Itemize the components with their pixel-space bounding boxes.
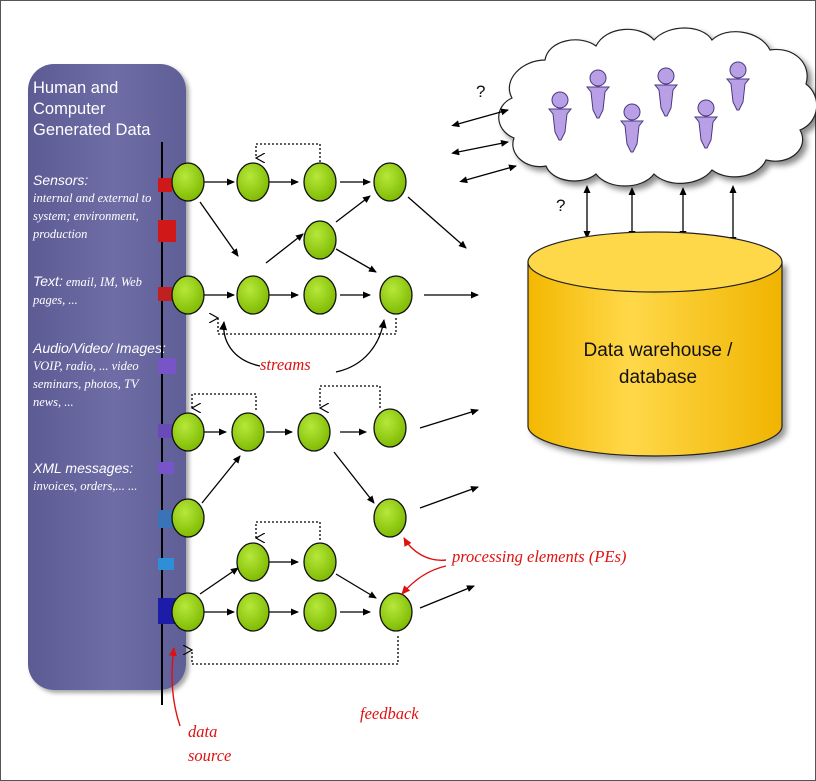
pe-node <box>373 498 407 538</box>
pe-node <box>171 592 205 632</box>
data-source-panel <box>28 64 186 690</box>
cloud <box>498 27 816 187</box>
pe-node <box>379 592 413 632</box>
user-icon <box>547 91 573 141</box>
user-icon <box>653 67 679 117</box>
panel-title: Human and Computer Generated Data <box>33 79 151 139</box>
source-audio-video: Audio/Video/ Images: VOIP, radio, ... vi… <box>33 340 168 411</box>
source-text: Text: email, IM, Web pages, ... <box>33 272 168 309</box>
connector-audio <box>158 358 176 374</box>
user-icon <box>619 103 645 153</box>
pe-node <box>297 412 331 452</box>
pe-node <box>236 275 270 315</box>
pe-node <box>171 275 205 315</box>
pe-node <box>171 498 205 538</box>
pe-node <box>236 592 270 632</box>
processing-elements <box>171 162 413 632</box>
feedback-label: feedback <box>360 704 419 723</box>
source-xml-body: invoices, orders,... ... <box>33 479 138 493</box>
source-xml: XML messages: invoices, orders,... ... <box>33 460 168 495</box>
user-icon <box>585 69 611 119</box>
annotation-arrows <box>168 537 447 727</box>
connector-sensor-2 <box>158 220 176 242</box>
pe-node <box>236 162 270 202</box>
pe-node <box>373 162 407 202</box>
data-source-label: data source <box>188 720 231 768</box>
pe-node <box>379 275 413 315</box>
source-audio-video-body: VOIP, radio, ... video seminars, photos,… <box>33 359 139 409</box>
pe-node <box>303 275 337 315</box>
processing-elements-label: processing elements (PEs) <box>452 547 627 566</box>
pe-node <box>171 162 205 202</box>
connector-stream-4 <box>158 510 176 528</box>
user-icon <box>725 61 751 111</box>
connector-stream-6 <box>158 598 176 624</box>
pe-node <box>231 412 265 452</box>
connectors <box>158 178 176 624</box>
pe-node <box>303 220 337 260</box>
question-mark-2: ? <box>556 196 566 215</box>
data-warehouse-cylinder <box>527 231 783 457</box>
stream-label-arrows <box>219 319 387 373</box>
connector-text <box>158 287 172 301</box>
pe-node <box>171 412 205 452</box>
source-text-body: email, IM, Web pages, ... <box>33 275 142 307</box>
connector-stream-5 <box>158 558 174 570</box>
connector-video <box>158 424 172 438</box>
data-source-label-line2: source <box>188 746 232 765</box>
pe-node <box>303 592 337 632</box>
cloud-links <box>451 108 737 245</box>
source-sensors: Sensors: internal and external to system… <box>33 172 168 243</box>
source-sensors-body: internal and external to system; environ… <box>33 191 152 241</box>
source-sensors-head: Sensors: <box>33 172 89 188</box>
question-mark-1: ? <box>476 82 486 101</box>
pe-node <box>303 542 337 582</box>
warehouse-label: Data warehouse / database <box>583 340 733 388</box>
source-audio-video-head: Audio/Video/ Images: <box>33 340 166 356</box>
user-figures <box>547 61 751 153</box>
data-source-label-line1: data <box>188 722 218 741</box>
pe-node <box>236 542 270 582</box>
feedback-loops <box>192 143 399 665</box>
streams-label: streams <box>260 355 311 374</box>
pe-node <box>373 408 407 448</box>
stream-edges <box>199 178 479 616</box>
source-text-head: Text: <box>33 273 63 289</box>
pe-node <box>303 162 337 202</box>
source-xml-head: XML messages: <box>33 460 134 476</box>
connector-sensor-1 <box>158 178 172 192</box>
connector-xml <box>158 462 174 474</box>
user-icon <box>693 99 719 149</box>
